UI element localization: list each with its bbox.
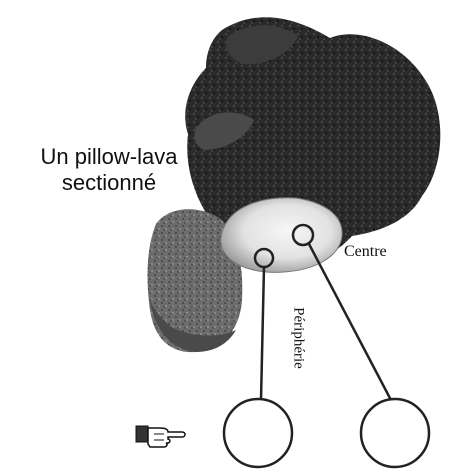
centre-label: Centre <box>344 243 387 261</box>
diagram-title: Un pillow-lava sectionné <box>4 144 214 196</box>
pointing-hand-icon <box>136 426 185 447</box>
peripherie-leader-line <box>261 267 264 400</box>
title-line-2: sectionné <box>4 170 214 196</box>
peripherie-result-circle <box>224 399 292 467</box>
centre-result-circle <box>361 399 429 467</box>
peripherie-label: Périphérie <box>290 307 307 369</box>
title-line-1: Un pillow-lava <box>4 144 214 170</box>
centre-leader-line <box>309 244 392 402</box>
